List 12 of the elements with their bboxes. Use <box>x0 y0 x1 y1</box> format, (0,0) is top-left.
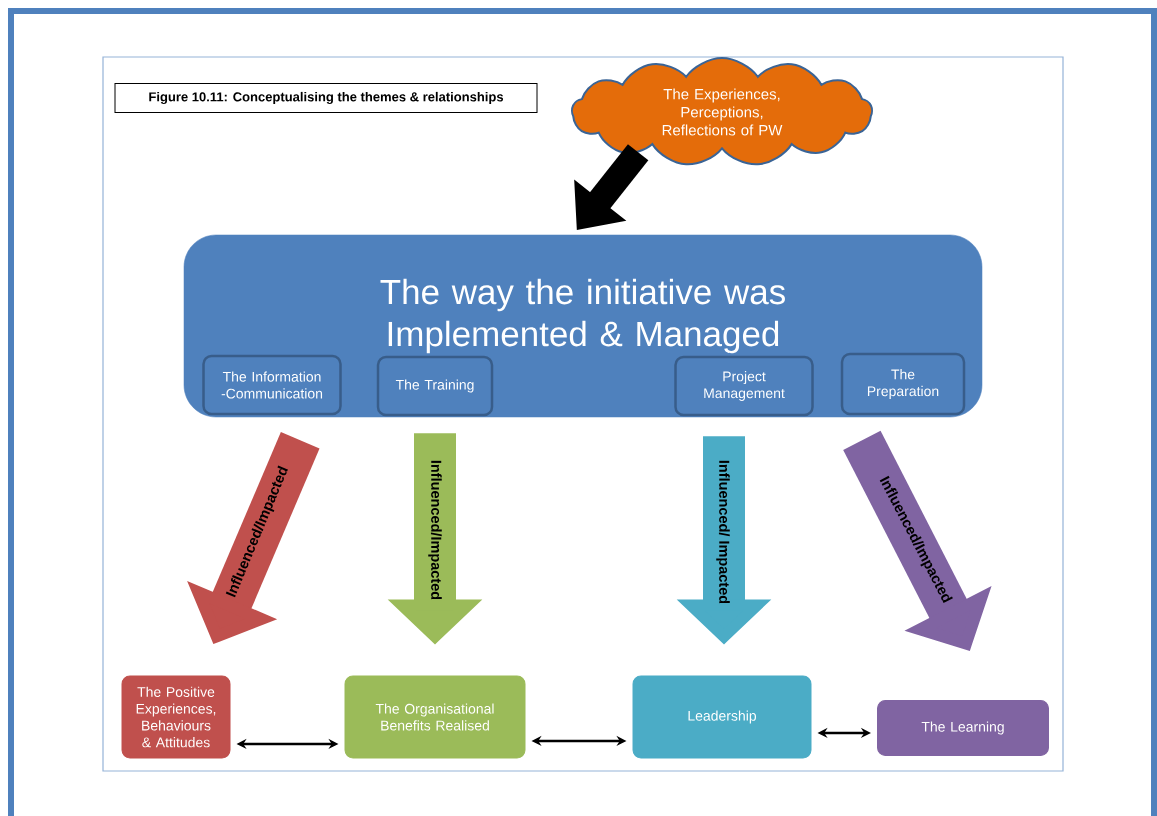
rounded-box: The Organisational Benefits Realised <box>344 675 526 759</box>
edge-label: Influenced/Impacted <box>428 460 442 600</box>
rounded-box: Leadership <box>632 675 812 759</box>
thought-cloud: The Experiences, Perceptions, Reflections of PW <box>571 57 873 166</box>
rounded-box: The Preparation <box>840 352 966 416</box>
edge-label: Influenced/ Impacted <box>716 460 730 604</box>
rounded-box: Project Management <box>674 355 814 417</box>
rounded-box: The Information -Communication <box>202 354 342 416</box>
figure-title: Figure 10.11: Conceptualising the themes & relationships <box>114 83 538 113</box>
rounded-box: The Learning <box>877 700 1049 756</box>
rounded-box: The Positive Experiences, Behaviours & Attitudes <box>121 675 231 759</box>
rounded-box: The Training <box>376 355 494 417</box>
